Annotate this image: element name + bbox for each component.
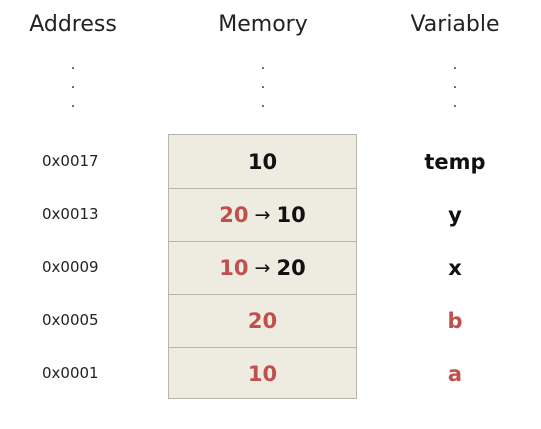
memory-new-value: 10 <box>276 203 306 227</box>
address-label: 0x0013 <box>42 205 99 223</box>
address-ellipsis: . . . <box>70 57 76 111</box>
arrow-right-icon: → <box>254 257 271 279</box>
arrow-right-icon: → <box>254 204 271 226</box>
memory-value: 20 <box>247 309 278 333</box>
variable-ellipsis: . . . <box>452 57 458 111</box>
variable-label: x <box>448 256 462 280</box>
memory-value: 10 <box>247 149 278 174</box>
memory-old-value: 10 <box>219 256 249 280</box>
memory-header: Memory <box>218 12 308 37</box>
variable-label: y <box>448 203 462 227</box>
address-label: 0x0001 <box>42 364 99 382</box>
memory-cell: 10 <box>169 135 356 188</box>
variable-label: b <box>447 309 463 333</box>
memory-stack: 10 20 → 10 10 → 20 20 10 <box>168 134 357 399</box>
variable-header: Variable <box>410 12 500 37</box>
variable-label: temp <box>424 150 486 174</box>
memory-cell: 20 <box>169 294 356 347</box>
address-header: Address <box>29 12 117 37</box>
memory-cell: 10 <box>169 347 356 400</box>
memory-new-value: 20 <box>276 256 306 280</box>
memory-ellipsis: . . . <box>260 57 266 111</box>
memory-value: 10 <box>247 362 278 386</box>
memory-old-value: 20 <box>219 203 249 227</box>
variable-label: a <box>447 362 463 386</box>
address-label: 0x0005 <box>42 311 99 329</box>
memory-cell: 20 → 10 <box>169 188 356 241</box>
address-label: 0x0009 <box>42 258 99 276</box>
memory-cell: 10 → 20 <box>169 241 356 294</box>
address-label: 0x0017 <box>42 152 99 170</box>
